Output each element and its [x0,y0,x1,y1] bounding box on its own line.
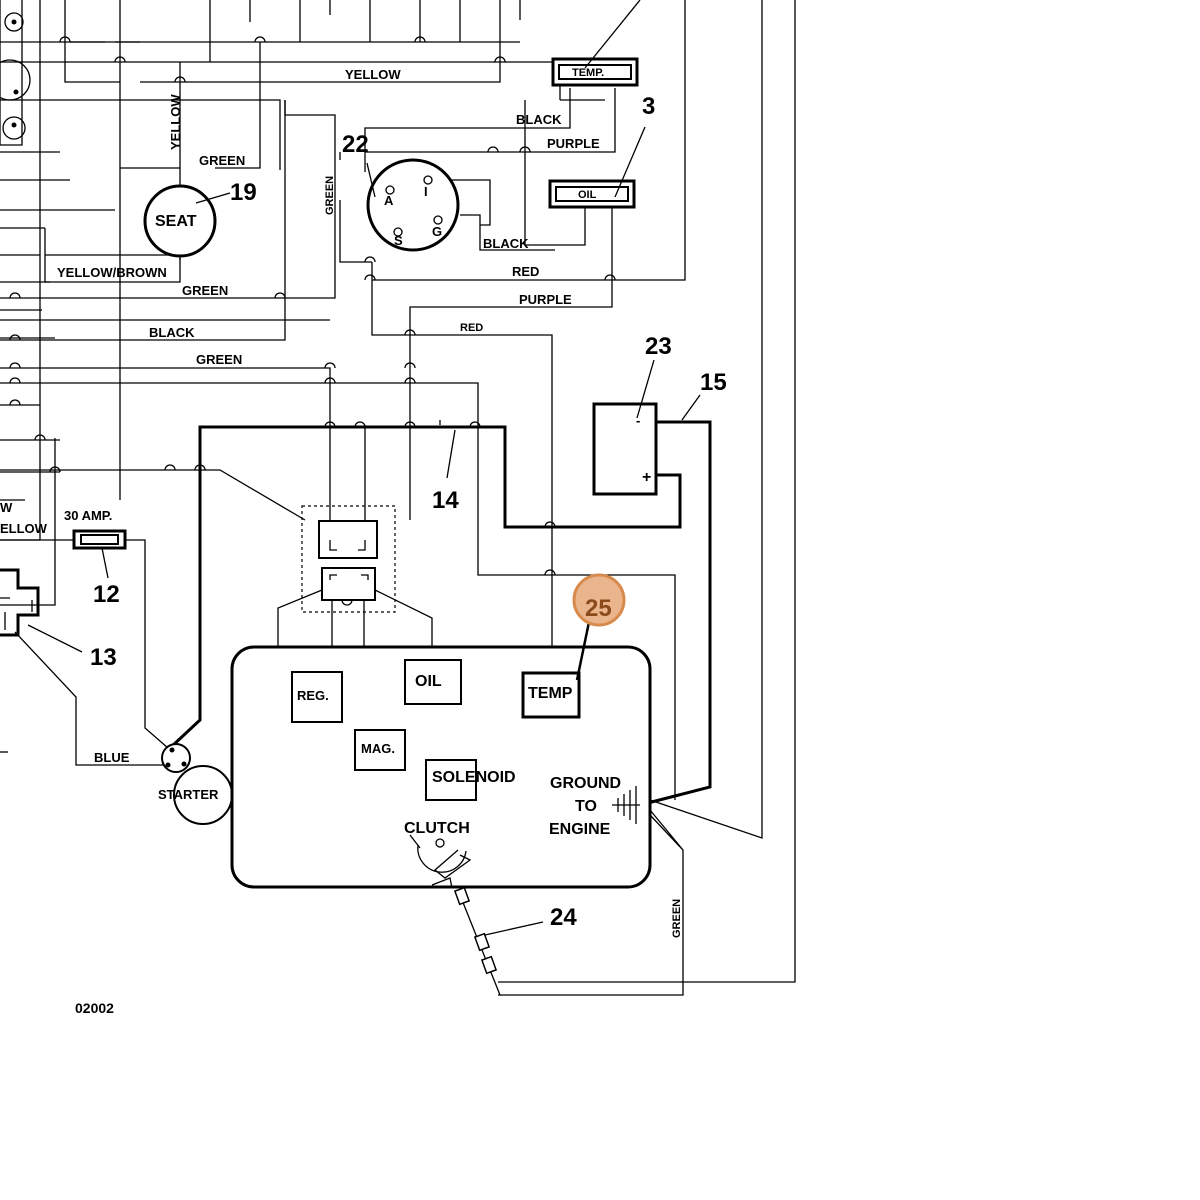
key-terminal-s: S [394,233,403,248]
ground-label-1: GROUND [550,775,621,792]
callout-12: 12 [93,581,120,608]
fuse-30amp: 30 AMP. 12 [0,508,169,749]
wire-label-purple-2: PURPLE [519,292,572,307]
wire-label-blue: BLUE [94,750,130,765]
wire-labels: YELLOW YELLOW GREEN GREEN BLACK PURPLE B… [0,67,683,938]
solenoid-label: SOLENOID [432,769,516,786]
temp-gauge-label: TEMP. [572,67,604,79]
battery-positive: + [642,469,651,486]
callout-13: 13 [90,644,117,671]
clutch-label: CLUTCH [404,820,470,837]
ground-label-3: ENGINE [549,821,611,838]
engine-module: REG. OIL TEMP MAG. SOLENOID GROUND TO EN… [230,645,684,980]
wire-label-green-bottom: GREEN [671,899,683,938]
fuse-label: 30 AMP. [64,508,112,523]
wire-label-yellow-top: YELLOW [345,67,401,82]
wire-label-green-2: GREEN [182,283,228,298]
left-edge-component [0,0,31,146]
wire-label-black-temp: BLACK [516,112,562,127]
switch-24: 24 [453,886,684,996]
battery: - + 23 [592,333,672,496]
key-terminal-a: A [384,193,394,208]
wire-label-red-1: RED [512,264,539,279]
callout-25-highlight[interactable]: 25 [572,573,626,681]
wire-label-w-partial: W [0,500,13,515]
wire-label-yellow-vertical: YELLOW [168,94,183,150]
callout-23: 23 [645,333,672,360]
wire-label-green-key: GREEN [324,176,336,215]
ground-label-2: TO [575,798,597,815]
battery-negative: - [636,413,640,428]
reg-label: REG. [297,688,329,703]
wire-label-green-seat: GREEN [199,153,245,168]
temp-sender-label: TEMP [528,685,573,702]
harness-wires [0,0,796,983]
wire-label-green-3: GREEN [196,352,242,367]
wire-label-red-2: RED [460,322,483,334]
oil-gauge-label: OIL [578,189,597,201]
callout-14: 14 [432,487,459,514]
seat-switch: SEAT 19 [143,179,257,258]
wire-label-yellow-brown: YELLOW/BROWN [57,265,167,280]
starter: STARTER [158,743,233,825]
key-switch: A I S G 22 [342,131,460,252]
wire-label-black-key: BLACK [483,236,529,251]
callout-25: 25 [585,595,612,622]
wire-label-yellow-partial: ELLOW [0,521,48,536]
mag-label: MAG. [361,741,395,756]
seat-label: SEAT [155,213,197,230]
temp-gauge-connector: TEMP. [551,0,641,87]
callout-24: 24 [550,904,577,931]
highlight-circle[interactable] [572,573,626,627]
callout-19: 19 [230,179,257,206]
key-terminal-g: G [432,224,442,239]
wire-label-purple-temp: PURPLE [547,136,600,151]
callout-3: 3 [642,93,655,120]
oil-gauge-connector: OIL 3 [548,93,655,209]
wire-label-black-2: BLACK [149,325,195,340]
starter-label: STARTER [158,787,219,802]
figure-code: 02002 [75,1000,114,1016]
callout-22: 22 [342,131,369,158]
oil-sender-label: OIL [415,673,442,690]
key-terminal-i: I [424,184,428,199]
callout-15: 15 [700,369,727,396]
main-harness-14: 14 15 [168,369,727,807]
relay-13: 13 [0,568,168,766]
